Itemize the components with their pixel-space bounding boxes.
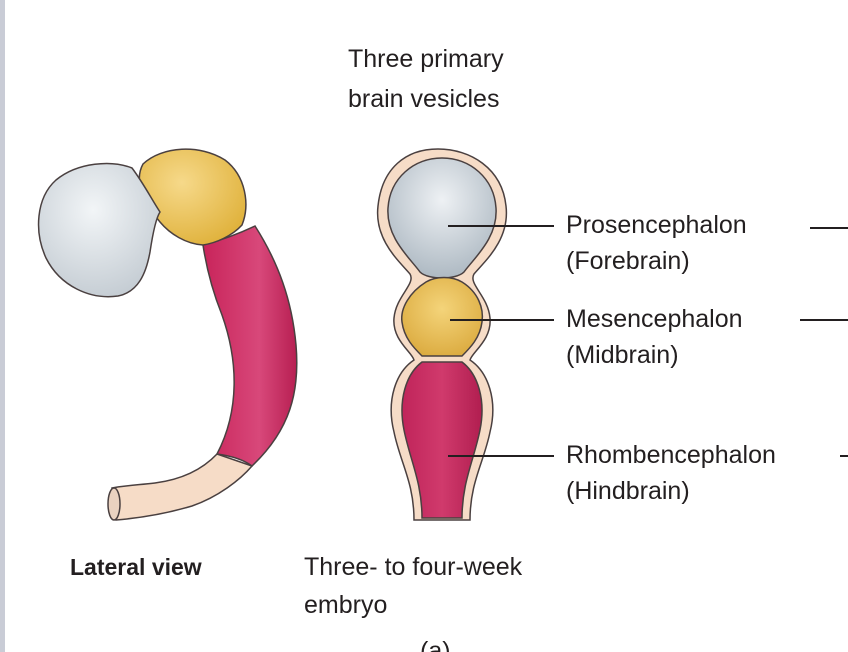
label-forebrain: (Forebrain) xyxy=(566,247,690,275)
heading-line-2: brain vesicles xyxy=(348,85,500,113)
lateral-forebrain xyxy=(37,162,161,298)
vesicle-midbrain-cavity xyxy=(401,276,484,357)
lateral-hindbrain xyxy=(202,225,298,467)
label-mesencephalon: Mesencephalon xyxy=(566,305,743,333)
vesicle-section-drawing xyxy=(376,148,508,521)
panel-letter: (a) xyxy=(420,637,451,652)
lateral-view-drawing xyxy=(37,148,298,521)
label-midbrain: (Midbrain) xyxy=(566,341,679,369)
heading-line-1: Three primary xyxy=(348,45,504,73)
caption-lateral-view: Lateral view xyxy=(70,554,202,580)
label-hindbrain: (Hindbrain) xyxy=(566,477,690,505)
label-prosencephalon: Prosencephalon xyxy=(566,211,747,239)
label-rhombencephalon: Rhombencephalon xyxy=(566,441,776,469)
lateral-cord-end xyxy=(107,487,121,521)
lateral-midbrain xyxy=(138,148,247,246)
left-border xyxy=(0,0,5,652)
vesicle-hindbrain-cavity xyxy=(401,361,483,519)
caption-embryo-line-1: Three- to four-week xyxy=(304,553,523,581)
lateral-spinal-cord xyxy=(111,453,254,521)
caption-embryo-line-2: embryo xyxy=(304,591,388,619)
